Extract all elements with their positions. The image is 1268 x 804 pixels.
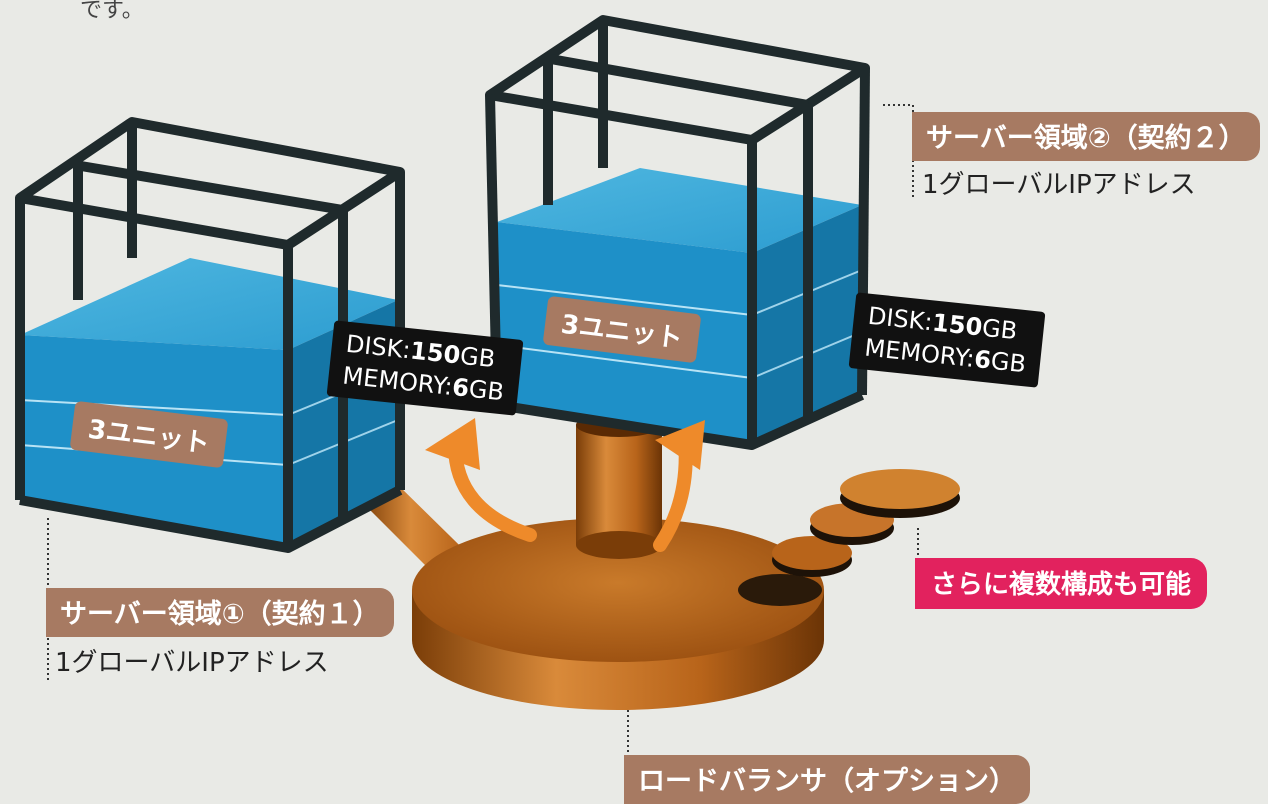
top-text: です。 [80,0,144,23]
disk-unit: GB [458,341,497,374]
disk-unit: GB [980,313,1019,346]
disk-value: 150 [930,308,984,342]
server-2-box [485,15,870,450]
disk-value: 150 [408,336,462,370]
server-2-ip: 1グローバルIPアドレス [922,170,1196,200]
extra-node-stack [738,469,960,606]
arrow-head-right [655,420,705,470]
memory-unit: GB [989,346,1028,379]
load-balancer-shape [359,413,960,710]
server-1-ip: 1グローバルIPアドレス [55,648,329,678]
server-1-title: サーバー領域①（契約１） [46,588,394,637]
load-balancer-label: ロードバランサ（オプション） [624,755,1030,804]
disk-label: DISK: [344,329,412,365]
disk-label: DISK: [866,301,934,337]
server-2-title: サーバー領域②（契約２） [912,112,1260,161]
memory-unit: GB [467,374,506,407]
arrow-head-left [425,418,480,470]
multi-config-badge: さらに複数構成も可能 [915,558,1208,609]
